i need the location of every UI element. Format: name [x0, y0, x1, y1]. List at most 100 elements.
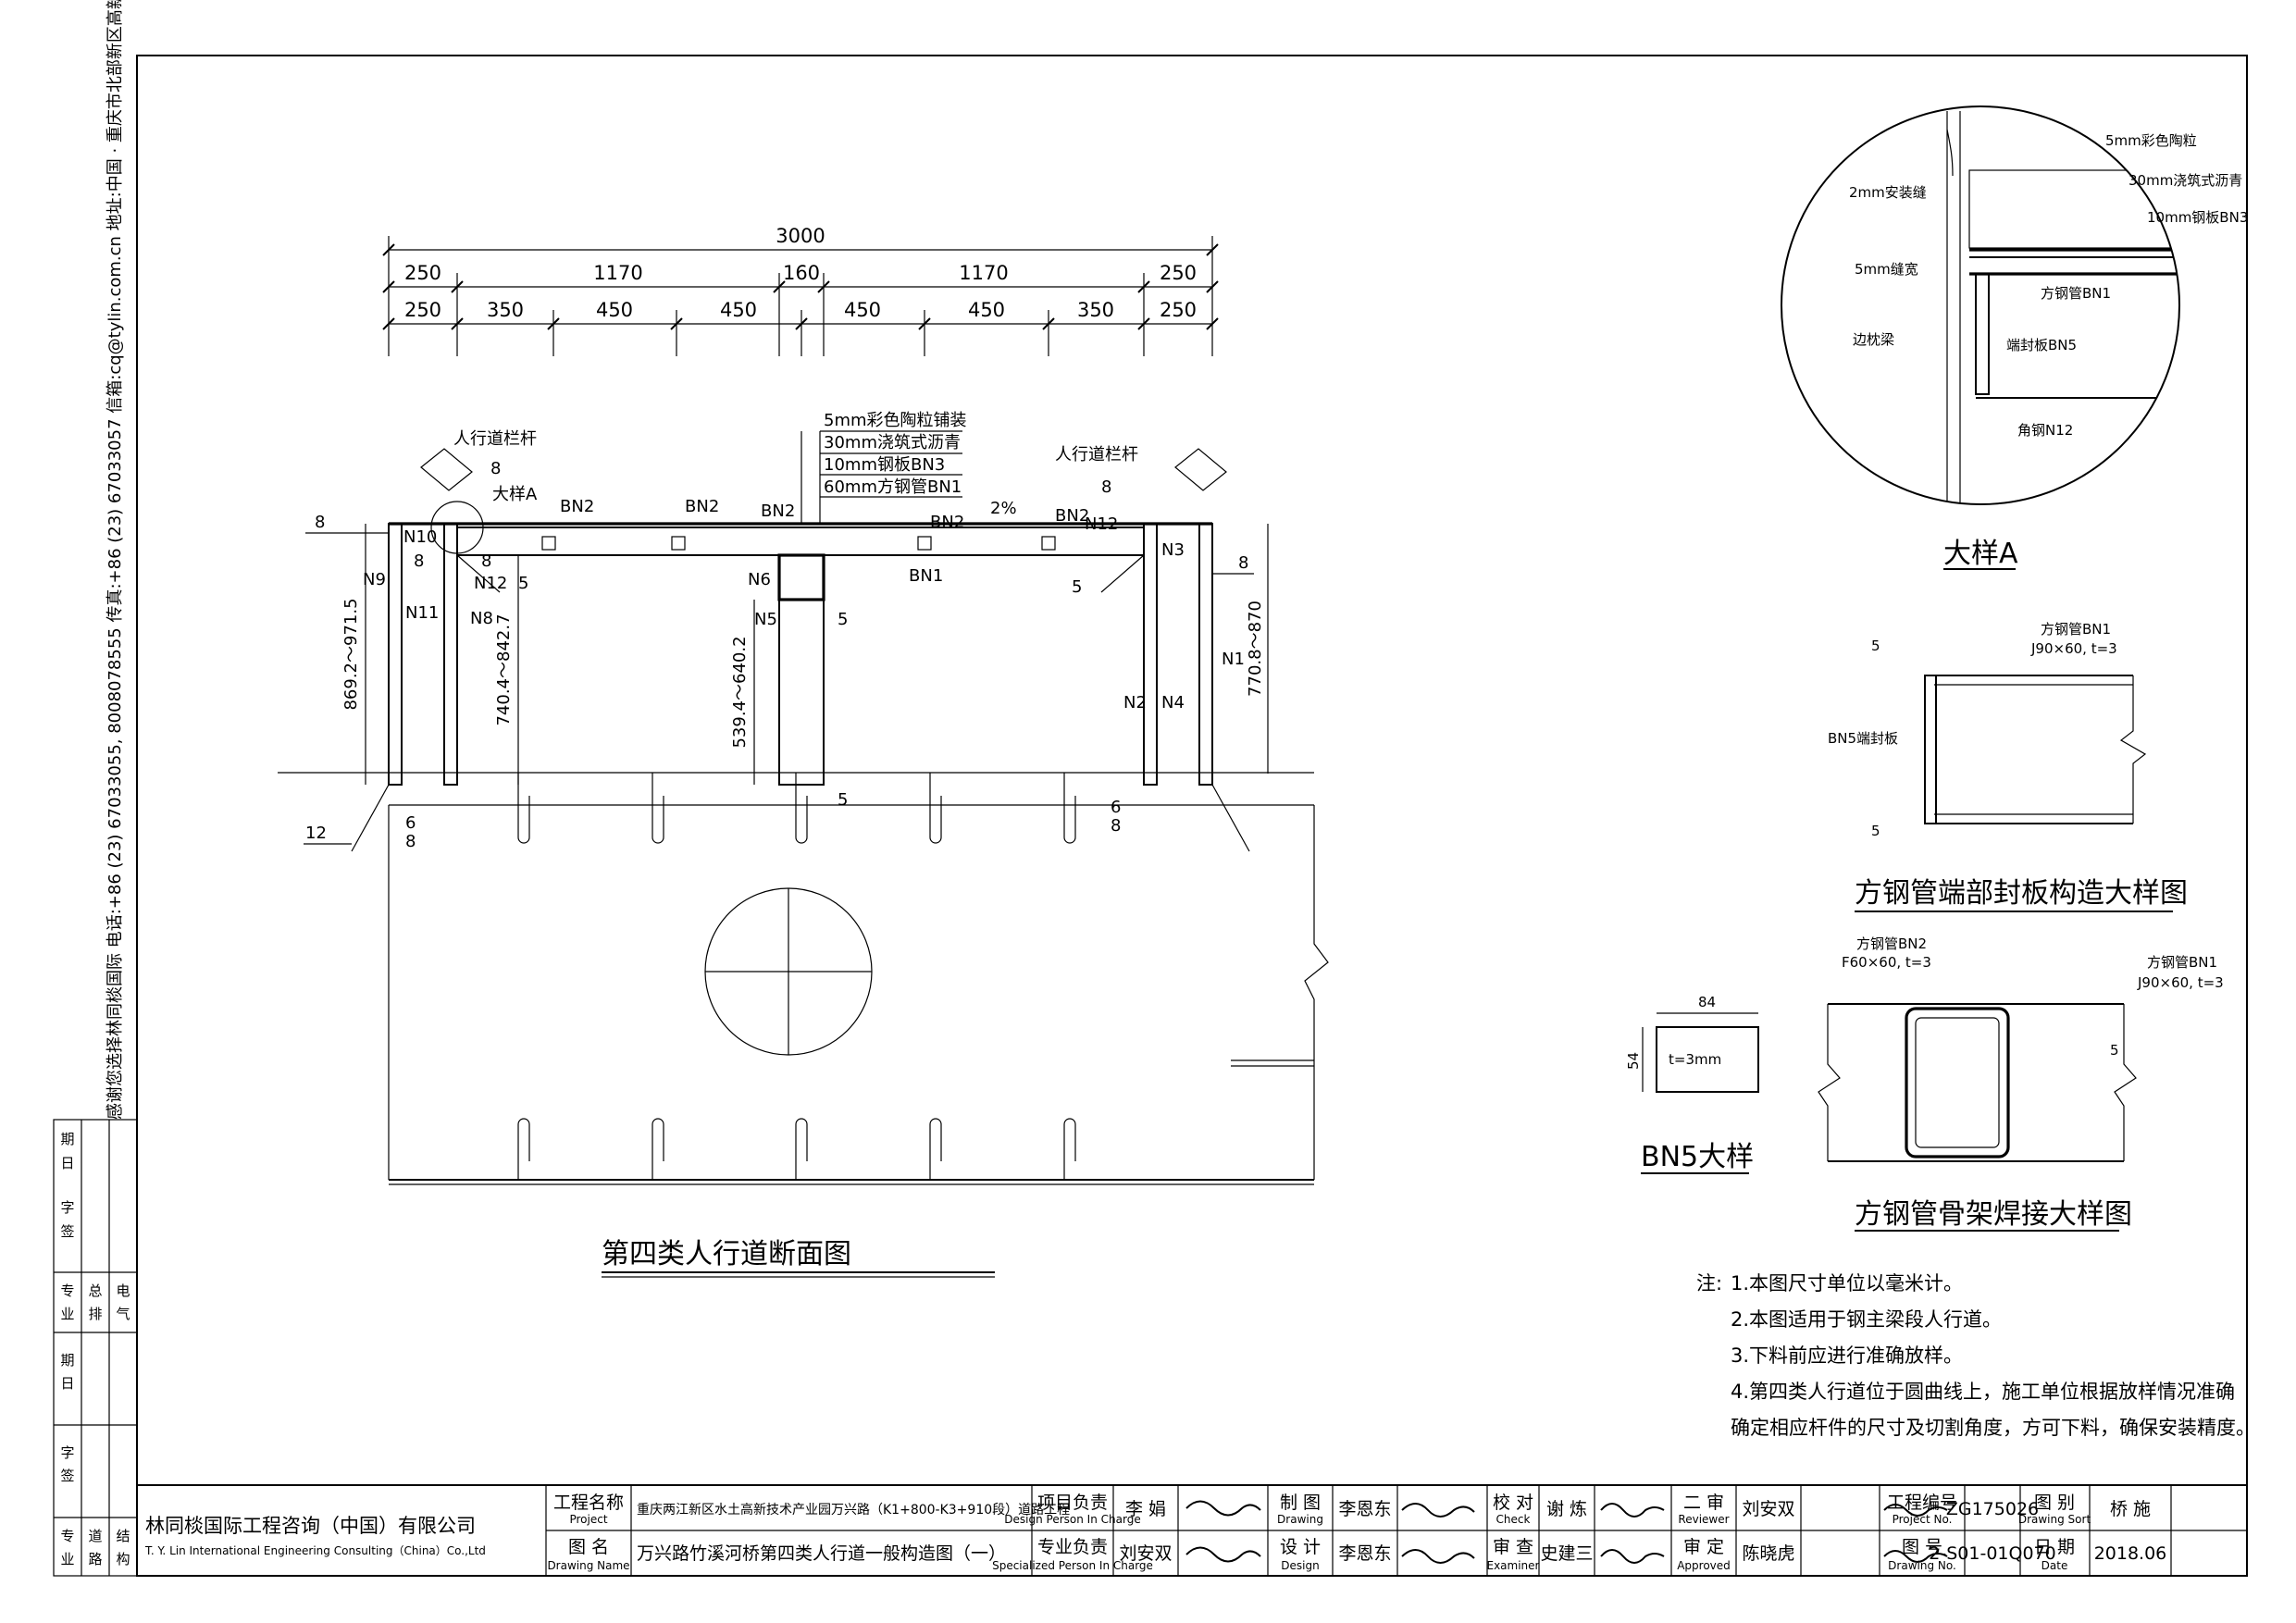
dim-label: 450	[968, 299, 1005, 321]
part-label: BN2	[685, 497, 719, 516]
vertical-dimensions: 869.2～971.5 740.4～842.7 539.4～640.2 770.…	[341, 524, 1269, 785]
note-line: 2.本图适用于钢主梁段人行道。	[1731, 1308, 2002, 1331]
detail-label: 2mm安装缝	[1849, 184, 1927, 201]
tb-value: 刘安双	[1119, 1543, 1172, 1564]
notes-prefix: 注:	[1696, 1272, 1722, 1295]
sign-cell: 专	[60, 1282, 74, 1299]
note-line: 确定相应杆件的尺寸及切割角度，方可下料，确保安装精度。	[1731, 1417, 2255, 1439]
notes: 注: 1.本图尺寸单位以毫米计。 2.本图适用于钢主梁段人行道。 3.下料前应进…	[1696, 1272, 2255, 1439]
tb-label-en: Drawing Sort	[2018, 1513, 2091, 1526]
tb-value: 谢 炼	[1546, 1499, 1587, 1519]
tb-label-en: Reviewer	[1678, 1513, 1729, 1526]
weld-size: 8	[405, 832, 416, 851]
height-dim: 539.4～640.2	[730, 636, 750, 748]
dim-label: 350	[487, 299, 524, 321]
company-name-en: T. Y. Lin International Engineering Cons…	[144, 1544, 486, 1557]
sign-cell: 业	[60, 1306, 74, 1322]
detail-label: 5mm彩色陶粒	[2105, 132, 2197, 149]
plate-label: BN5端封板	[1828, 730, 1898, 747]
tb-value: 2-S01-01Q070	[1929, 1543, 2055, 1564]
bn5-thickness: t=3mm	[1669, 1051, 1721, 1068]
tb-value: 李恩东	[1338, 1499, 1391, 1519]
tb-label: 审 定	[1683, 1537, 1724, 1557]
part-label: BN1	[909, 566, 943, 586]
tb-label-en: Specialized Person In Charge	[992, 1559, 1153, 1572]
weld-size: 8	[490, 459, 501, 478]
sign-cell: 排	[88, 1306, 102, 1322]
bn5-title: BN5大样	[1641, 1141, 1754, 1173]
part-label: N12	[1085, 514, 1118, 534]
weld-size: 5	[838, 610, 848, 629]
dim-total: 3000	[776, 225, 825, 247]
height-dim: 869.2～971.5	[341, 598, 361, 710]
section-title: 第四类人行道断面图	[602, 1238, 851, 1270]
dim-label: 450	[720, 299, 757, 321]
weld-size: 5	[1072, 577, 1082, 597]
tb-label-en: Drawing	[1277, 1513, 1323, 1526]
tb-label-en: Check	[1496, 1513, 1531, 1526]
tb-value: 刘安双	[1742, 1499, 1794, 1519]
weld-size: 5	[1871, 823, 1880, 839]
part-label: N2	[1123, 693, 1147, 712]
tube-spec: J90×60, t=3	[2030, 640, 2117, 657]
tb-label-en: Project	[569, 1513, 607, 1526]
weld-size: 8	[1101, 477, 1111, 497]
tube-label: 方钢管BN1	[2041, 621, 2111, 638]
tb-label: 制 图	[1280, 1493, 1321, 1513]
slope-label: 2%	[990, 499, 1017, 518]
layer-label: 5mm彩色陶粒铺装	[824, 411, 967, 430]
layer-label: 10mm钢板BN3	[824, 455, 945, 475]
detail-label: 30mm浇筑式沥青	[2128, 172, 2242, 189]
weld-size: 8	[1238, 553, 1248, 573]
dim-label: 1170	[959, 262, 1008, 284]
part-label: N10	[403, 527, 437, 547]
note-line: 1.本图尺寸单位以毫米计。	[1731, 1272, 1963, 1295]
tb-label: 图 别	[2034, 1493, 2075, 1513]
railing-label: 人行道栏杆	[1055, 445, 1138, 465]
sign-cell: 日	[60, 1155, 74, 1171]
drawing-name: 万兴路竹溪河桥第四类人行道一般构造图（一）	[637, 1543, 1006, 1564]
title-block: 林同棪国际工程咨询（中国）有限公司 T. Y. Lin Internationa…	[136, 1484, 2248, 1577]
part-label: N3	[1161, 540, 1185, 560]
sign-cell: 气	[116, 1306, 130, 1322]
tb-value: 2018.06	[2094, 1543, 2167, 1564]
detail-a: 5mm彩色陶粒 30mm浇筑式沥青 10mm钢板BN3 2mm安装缝 5mm缝宽…	[1781, 105, 2248, 570]
part-label: N5	[754, 610, 777, 629]
girder-web	[278, 772, 1329, 1185]
tb-label: 审 查	[1493, 1537, 1533, 1557]
company-name: 林同棪国际工程咨询（中国）有限公司	[145, 1515, 476, 1537]
bn5-detail: 84 54 t=3mm BN5大样	[1625, 994, 1759, 1174]
end-plate-detail: 方钢管BN1 J90×60, t=3 BN5端封板 5 5 方钢管端部封板构造大…	[1828, 621, 2188, 912]
tb-label: 图 名	[568, 1537, 609, 1557]
part-label: BN2	[1055, 506, 1089, 526]
part-label: N11	[405, 603, 439, 623]
tb-label-en: Design	[1281, 1559, 1319, 1572]
weld-size: 6	[405, 813, 416, 833]
tb-label-en: Design Person In Charge	[1004, 1513, 1140, 1526]
tb-label-en: Drawing No.	[1888, 1559, 1956, 1572]
dim-label: 1170	[593, 262, 642, 284]
dim-label: 160	[783, 262, 820, 284]
tb-value: 桥 施	[2110, 1499, 2151, 1519]
part-label: N8	[470, 609, 493, 628]
detail-ref-label: 大样A	[492, 485, 538, 504]
tb-label: 二 审	[1683, 1493, 1724, 1513]
bn2-label: 方钢管BN2	[1856, 935, 1927, 952]
project-name: 重庆两江新区水土高新技术产业园万兴路（K1+800-K3+910段）道路工程	[637, 1502, 1070, 1518]
weld-symbols: 8 8 8 8 8 8 5 5 5 5 6 8 6 8 12	[304, 459, 1254, 851]
dim-label: 250	[1160, 299, 1197, 321]
tb-label: 专业负责	[1037, 1537, 1108, 1557]
sign-cell: 签	[60, 1223, 74, 1240]
sign-cell: 电	[116, 1282, 130, 1299]
weld-size: 12	[305, 824, 327, 843]
sign-cell: 道	[88, 1528, 102, 1544]
sign-cell: 字	[60, 1444, 74, 1461]
height-dim: 770.8～870	[1246, 601, 1265, 697]
tb-value: 李恩东	[1338, 1543, 1391, 1564]
signature-scribbles	[1185, 1500, 1948, 1564]
sign-cell: 字	[60, 1199, 74, 1216]
detail-label: 5mm缝宽	[1855, 261, 1918, 278]
company-address-strip: 感谢您选择林同棪国际 电话:+86 (23) 67033055, 8008078…	[105, 0, 125, 1120]
tb-label-en: Drawing Name	[547, 1559, 629, 1572]
dim-label: 450	[596, 299, 633, 321]
